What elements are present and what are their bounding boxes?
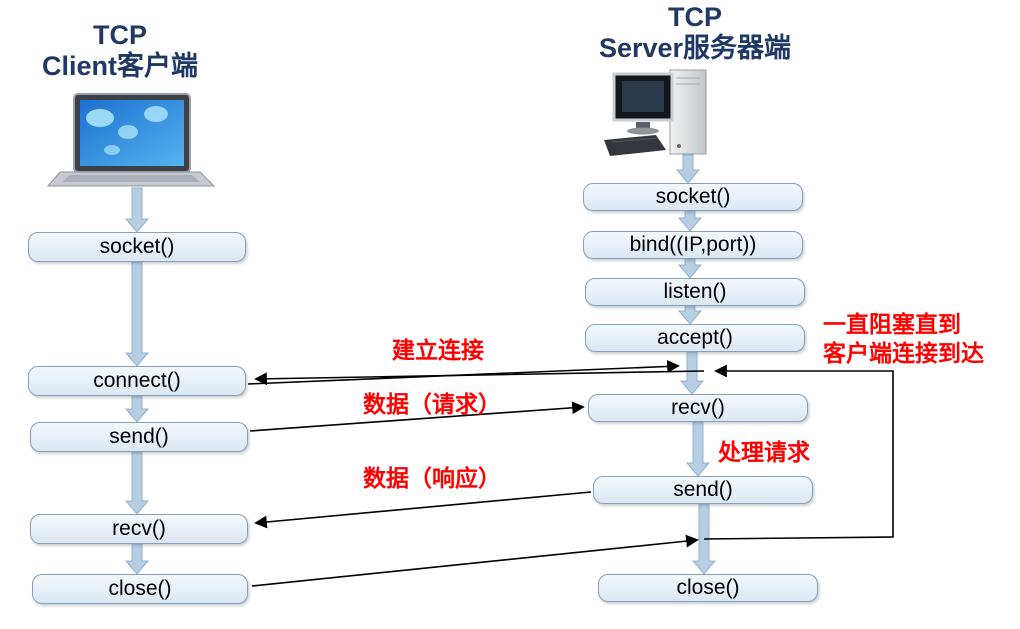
process-request-label: 处理请求 (718, 439, 810, 465)
flow-arrow-client-4 (124, 451, 150, 515)
client-send-box: send() (30, 422, 248, 452)
flow-arrow-client-5 (124, 543, 150, 575)
data-response-label: 数据（响应） (363, 465, 501, 491)
client-flow-arrows (124, 187, 150, 575)
flow-arrow-client-3 (124, 395, 150, 423)
establish-connection-label: 建立连接 (392, 337, 484, 363)
message-connectors (247, 360, 894, 587)
server-socket-box: socket() (583, 183, 803, 211)
blocking-note-line1: 一直阻塞直到 (823, 311, 961, 337)
connector-loop-bracket (703, 364, 894, 540)
client-title-line2: Client客户端 (41, 51, 198, 81)
flow-arrow-server-3 (677, 258, 703, 279)
flow-arrow-server-2 (677, 210, 703, 232)
server-title: TCP Server服务器端 (565, 2, 825, 64)
server-send-box: send() (593, 476, 813, 504)
client-recv-box: recv() (30, 514, 248, 544)
connector-establish-to-client (254, 370, 705, 386)
client-socket-box: socket() (28, 232, 246, 262)
client-title-line1: TCP (93, 20, 147, 50)
data-request-label: 数据（请求） (363, 391, 501, 417)
flow-arrow-client-1 (124, 187, 150, 233)
server-recv-box: recv() (588, 394, 808, 422)
blocking-note-line2: 客户端连接到达 (823, 340, 984, 366)
connector-data-request (249, 401, 585, 432)
client-laptop-image (46, 93, 216, 187)
server-computer-image (604, 69, 707, 156)
server-flow-arrows (675, 154, 717, 575)
client-title: TCP Client客户端 (0, 20, 240, 82)
connector-data-response (254, 491, 592, 529)
flow-arrow-server-6 (685, 421, 711, 477)
server-close-box: close() (598, 574, 818, 602)
flow-arrow-server-4 (677, 305, 703, 325)
server-listen-box: listen() (585, 278, 805, 306)
flow-arrow-server-5 (679, 351, 705, 395)
connector-close-notify (251, 534, 699, 587)
server-bind-box: bind((IP,port)) (583, 231, 803, 259)
server-title-line2: Server服务器端 (598, 33, 792, 63)
server-accept-box: accept() (585, 324, 805, 352)
server-title-line1: TCP (668, 2, 722, 32)
flow-arrow-server-1 (675, 154, 701, 184)
client-connect-box: connect() (28, 366, 246, 396)
blocking-note-label: 一直阻塞直到 客户端连接到达 (823, 310, 984, 368)
flow-arrow-client-2 (124, 261, 150, 367)
client-close-box: close() (32, 574, 248, 604)
